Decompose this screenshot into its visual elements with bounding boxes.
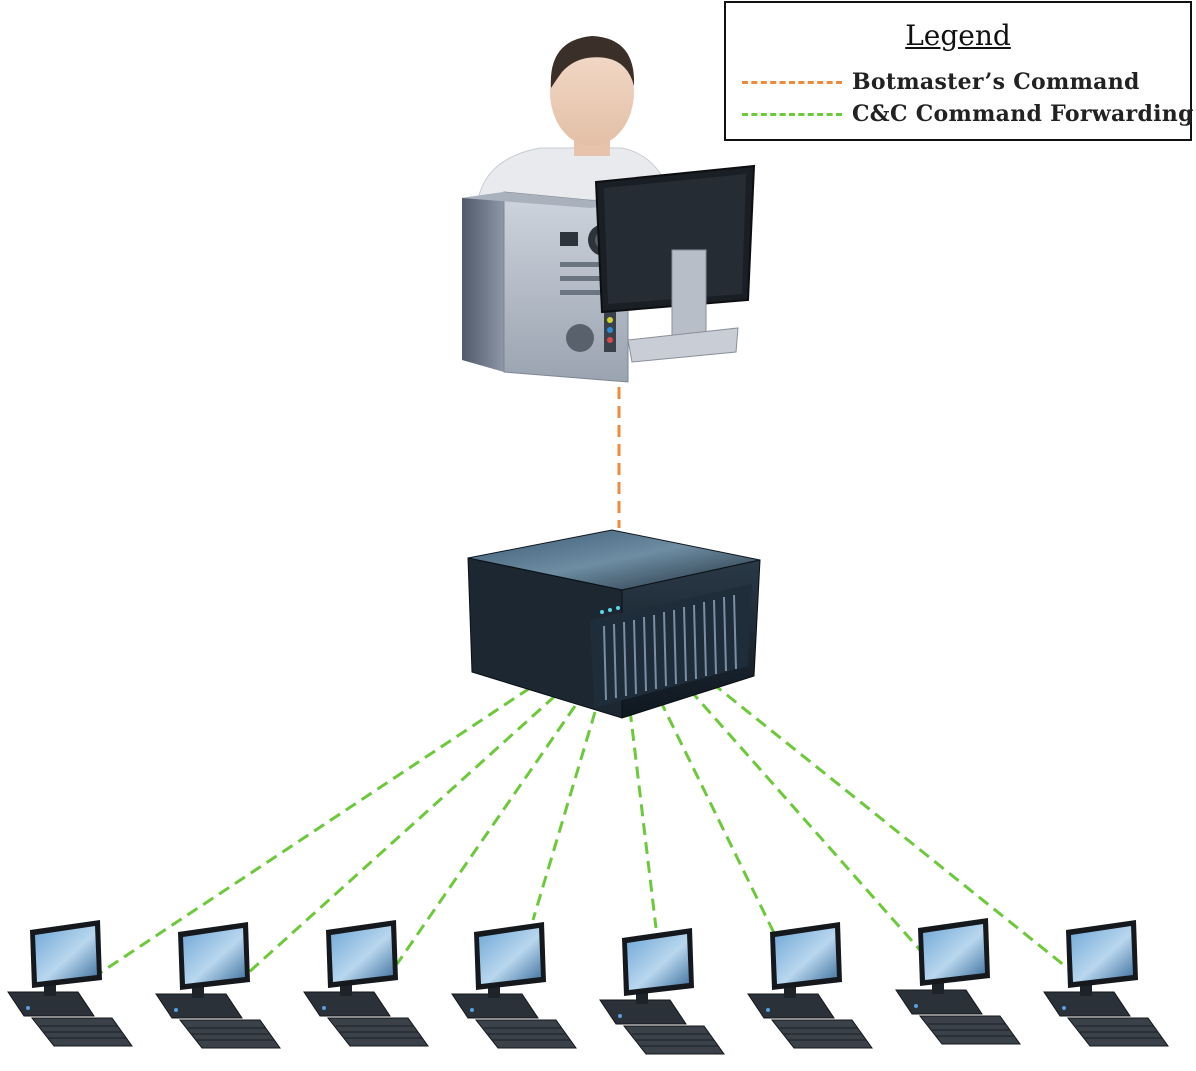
legend: Legend Botmaster’s Command C&C Command F… [724,1,1194,141]
cc-forward-edge [99,686,531,975]
cc-forward-edge [628,709,658,929]
legend-item-cc-forwarding: C&C Command Forwarding [742,99,1194,129]
desktop-computer-icon [155,922,281,1049]
legend-green-dashed-line [742,112,842,116]
desktop-computer-icon [1043,920,1169,1047]
desktop-computer-icon [451,922,577,1049]
legend-title: Legend [905,19,1011,52]
desktop-computer-icon [599,928,725,1055]
desktop-computer-icon [747,922,873,1049]
person-at-computer-icon [462,36,756,383]
cc-forward-edge [395,705,577,965]
desktop-computer-icon [7,920,133,1047]
cc-forward-edge [688,689,922,951]
cc-forward-edge [246,694,557,975]
server-icon [467,529,761,719]
desktop-computer-icon [303,920,429,1047]
edges-layer [99,368,1071,975]
legend-label: C&C Command Forwarding [852,101,1194,127]
desktop-computer-icon [895,918,1021,1045]
legend-item-botmaster-command: Botmaster’s Command [742,67,1140,97]
legend-orange-dashed-line [742,80,842,84]
bots-layer [7,918,1169,1055]
cc-forward-edge [711,681,1071,972]
cc-forward-edge [531,711,597,921]
cc-forward-edge [658,699,777,936]
legend-label: Botmaster’s Command [852,69,1140,95]
